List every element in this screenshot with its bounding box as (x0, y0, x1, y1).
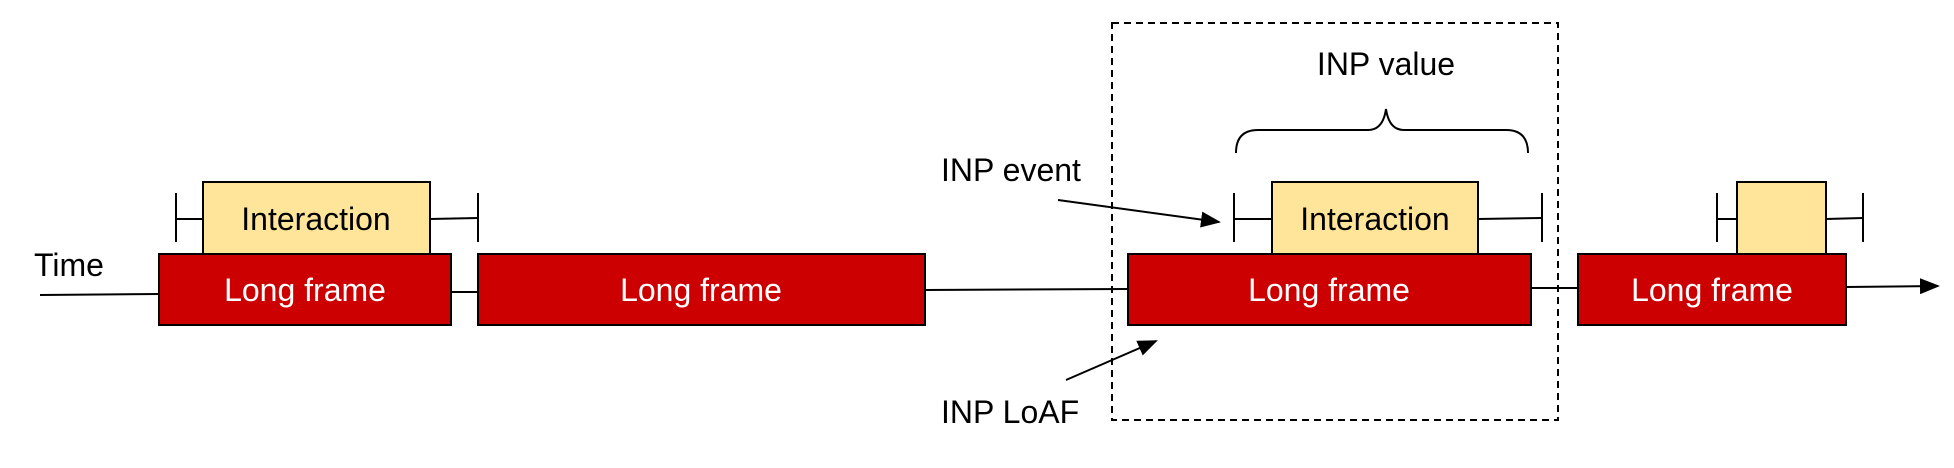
interaction-box-bg (1271, 181, 1479, 255)
whisker (1477, 217, 1543, 220)
long-frame-bg (158, 253, 452, 326)
long-frame-label: Long frame (620, 272, 782, 308)
long-frame-bg (1577, 253, 1847, 326)
interaction-box-label: Interaction (1300, 201, 1449, 237)
timeline-segment (924, 288, 1129, 291)
long-frame-1: Long frame (158, 253, 452, 326)
time-label: Time (34, 247, 104, 283)
inp-event-arrow (1057, 199, 1221, 228)
timeline (39, 278, 1940, 296)
inp-value-brace (1235, 108, 1529, 154)
long-frame-label: Long frame (224, 272, 386, 308)
inp-event-label: INP event (941, 152, 1081, 188)
long-frame-4: Long frame (1577, 253, 1847, 326)
interaction-whiskers (175, 193, 1864, 242)
interaction-box-3 (1736, 181, 1827, 255)
whisker (1825, 217, 1864, 220)
long-frame-label: Long frame (1248, 272, 1410, 308)
interaction-box-bg (1736, 181, 1827, 255)
inp-loaf-arrow (1065, 340, 1158, 381)
long-frame-bg (477, 253, 926, 326)
long-frame-label: Long frame (1631, 272, 1793, 308)
inp-highlight-box (1111, 22, 1559, 421)
timeline-arrow (1845, 278, 1940, 295)
timeline-segment (39, 293, 160, 296)
interaction-box-2: Interaction (1271, 181, 1479, 255)
long-frame-2: Long frame (477, 253, 926, 326)
long-frame-bg (1127, 253, 1532, 326)
inp-loaf-label: INP LoAF (941, 394, 1079, 430)
whisker (429, 217, 479, 220)
inp-value-label: INP value (1317, 46, 1455, 82)
interaction-box-1: Interaction (202, 181, 431, 255)
interaction-box-label: Interaction (241, 201, 390, 237)
long-frame-3: Long frame (1127, 253, 1532, 326)
